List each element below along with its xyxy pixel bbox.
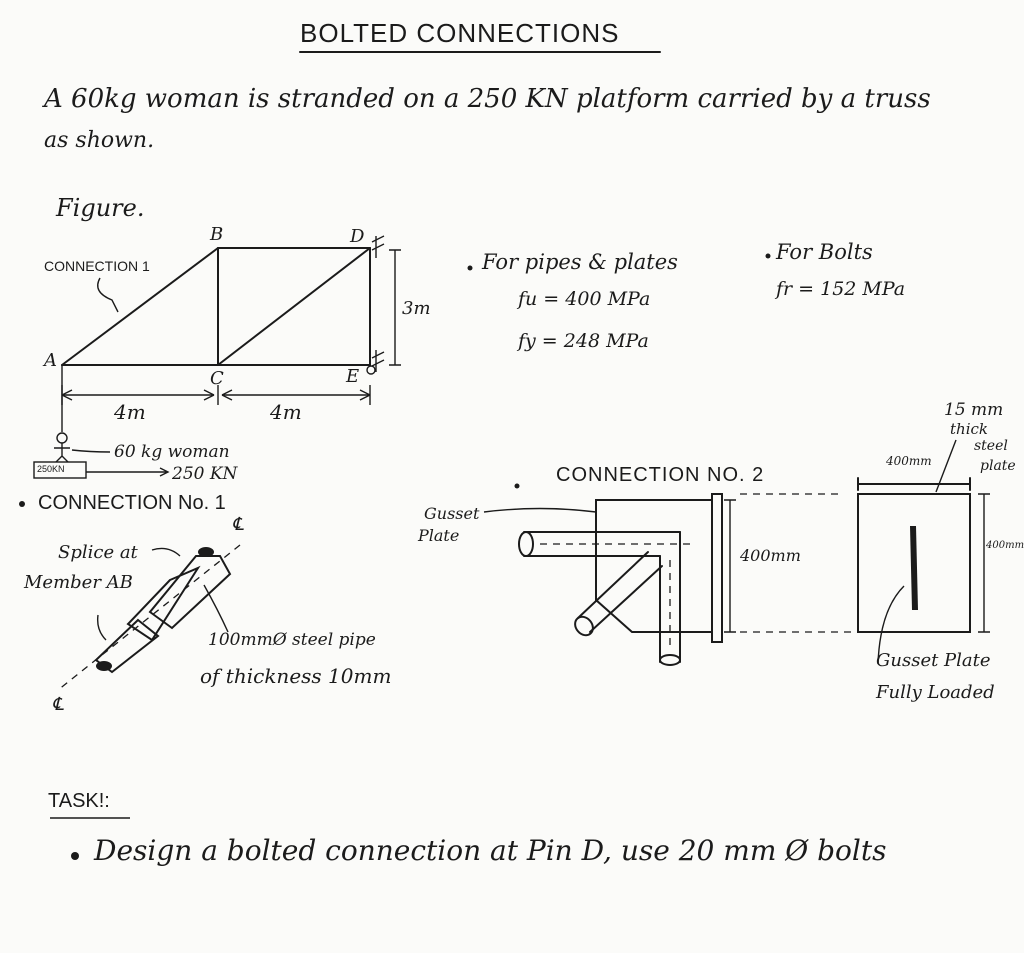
gusset-height-dimension (724, 499, 736, 633)
diagonal-pipe-end (574, 615, 594, 637)
horizontal-pipe (523, 531, 681, 557)
platform-tag: 250KN (37, 464, 65, 474)
projection-lines (740, 493, 858, 633)
member-cd (217, 247, 371, 366)
pipe-label-1: 100mmØ steel pipe (208, 630, 376, 650)
horizontal-pipe-end (518, 531, 534, 557)
intro-line-2: as shown. (44, 128, 155, 153)
pipe-leader (203, 584, 229, 633)
pipes-bullet (467, 265, 473, 271)
connection1-diagram (57, 544, 241, 691)
plate-width-label: 400mm (886, 454, 932, 468)
splice-label-1: Splice at (58, 542, 138, 563)
fr-value: fr = 152 MPa (776, 278, 906, 300)
woman-body (54, 443, 70, 463)
page-title: BOLTED CONNECTIONS (300, 18, 620, 48)
intro-line-1: A 60kg woman is stranded on a 250 KN pla… (44, 84, 931, 114)
node-c: C (210, 368, 224, 389)
fy-value: fy = 248 MPa (518, 330, 649, 352)
vertical-pipe (659, 531, 681, 663)
task-heading: TASK!: (48, 790, 110, 812)
span-right-label: 4m (270, 400, 302, 424)
connection1-label: CONNECTION 1 (44, 258, 150, 274)
span-left-label: 4m (114, 400, 146, 424)
pipes-plates-title: For pipes & plates (482, 250, 678, 274)
gusset-height-label: 400mm (740, 546, 801, 565)
task-item: Design a bolted connection at Pin D, use… (94, 834, 887, 867)
connection2-bullet (514, 483, 520, 489)
diagonal-pipe (577, 551, 663, 633)
gusset-label-2: Plate (418, 526, 460, 545)
connection2-title: CONNECTION NO. 2 (556, 464, 765, 486)
centerline-top: ℄ (232, 514, 244, 535)
height-label: 3m (402, 298, 431, 319)
connection2-diagram (483, 439, 990, 666)
gusset-leader (483, 507, 597, 513)
lower-pipe (94, 618, 160, 674)
member-leader (96, 614, 107, 641)
gusset-label-1: Gusset (424, 504, 480, 523)
gusset-outline (595, 499, 713, 633)
pin-e (366, 365, 376, 375)
woman-arrow (71, 449, 111, 453)
truss-diagram (33, 235, 401, 479)
connection1-leader (97, 277, 119, 313)
loaded-label-2: Fully Loaded (876, 682, 995, 703)
pipe-end-bottom (96, 661, 112, 671)
thickness-leader (935, 439, 957, 493)
woman-head (56, 432, 68, 444)
splice-leader (151, 547, 181, 557)
connection1-bullet (19, 501, 25, 507)
task-bullet (71, 852, 79, 860)
support-d (371, 235, 385, 258)
height-dimension (389, 249, 401, 366)
plate-label-3: steel (974, 438, 1008, 454)
fu-value: fu = 400 MPa (518, 288, 651, 310)
plate-label-2: thick (950, 420, 988, 438)
plate-label-4: plate (980, 458, 1016, 474)
platform-load-label: 250 KN (172, 464, 238, 484)
bolts-bullet (765, 253, 771, 259)
bolts-title: For Bolts (776, 240, 873, 264)
platform-arrow (86, 467, 170, 477)
platform-box (33, 461, 87, 479)
splice-label-2: Member AB (24, 572, 133, 593)
plate-width-dimension (857, 477, 971, 491)
vertical-pipe-end (659, 654, 681, 666)
plate-height-label: 400mm (986, 540, 1024, 551)
pipe-label-2: of thickness 10mm (200, 664, 392, 688)
node-a: A (44, 350, 57, 371)
figure-label: Figure. (56, 194, 145, 222)
loaded-leader (877, 585, 905, 665)
gusset-edge (910, 526, 918, 610)
member-ab (61, 247, 219, 366)
node-b: B (210, 224, 224, 245)
woman-load-label: 60 kg woman (114, 442, 230, 462)
upper-pipe (148, 555, 232, 630)
splice-sleeve (126, 565, 201, 642)
node-e: E (346, 366, 360, 387)
steel-plate (857, 493, 971, 633)
plate-label-1: 15 mm (944, 400, 1004, 420)
end-plate (711, 493, 723, 643)
support-e (371, 350, 385, 372)
node-d: D (350, 226, 365, 247)
pipe-end-top (198, 547, 214, 557)
centerline-bottom: ℄ (52, 694, 64, 715)
connection1-title: CONNECTION No. 1 (38, 492, 226, 514)
hidden-lines (540, 543, 690, 650)
loaded-label-1: Gusset Plate (876, 650, 991, 671)
plate-height-dimension (978, 493, 990, 633)
